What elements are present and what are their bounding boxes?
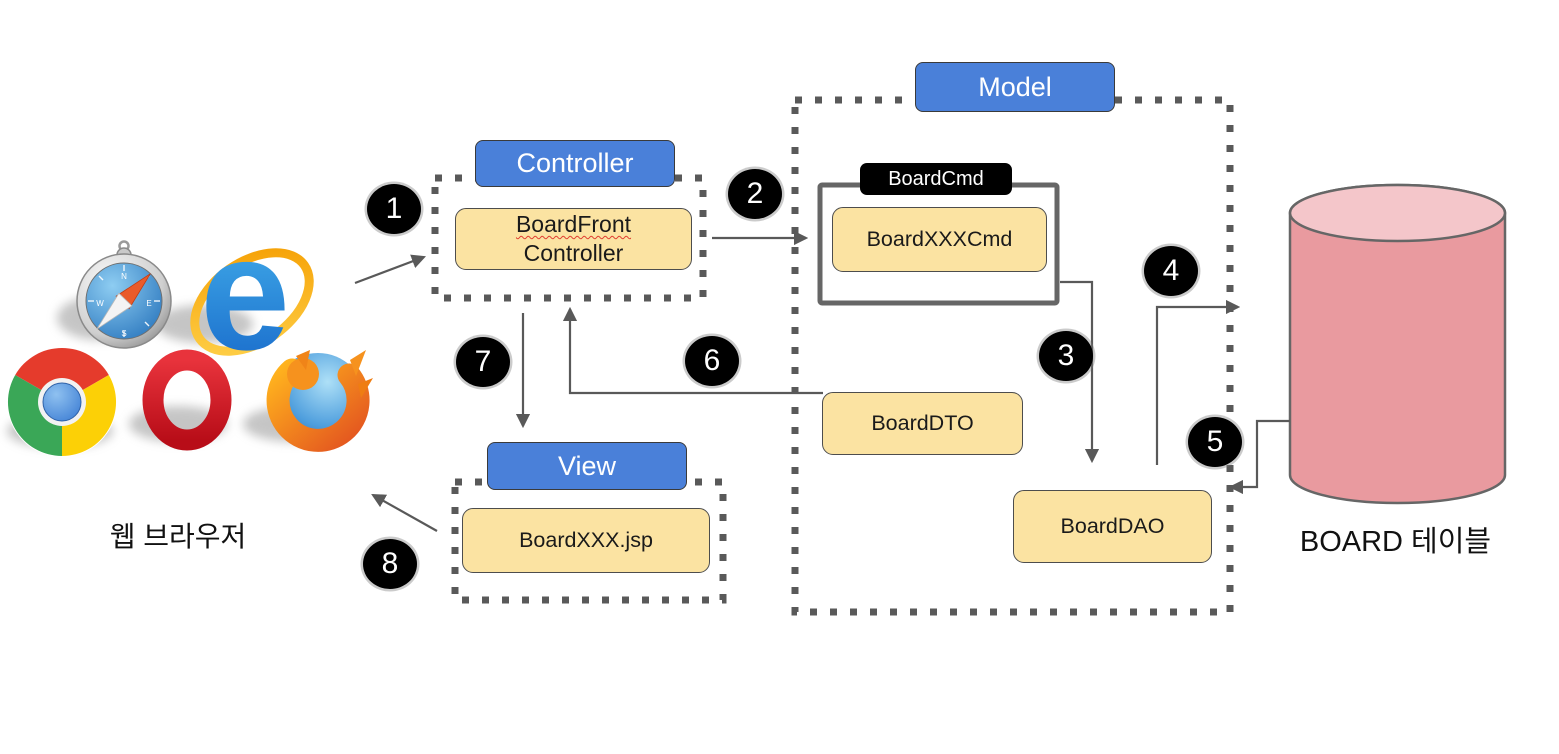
controller-group-border [431,174,707,302]
board-table-label-text: BOARD 테이블 [1299,526,1492,558]
database-cylinder-icon [1288,183,1507,505]
board-dao-label: BoardDAO [1060,514,1165,538]
step-3-badge: 3 [1039,331,1093,381]
web-browser-label: 웹 브라우저 [78,515,278,555]
board-xxx-jsp-node: BoardXXX.jsp [462,508,710,573]
board-front-controller-line1: BoardFront [515,211,632,237]
board-dto-label: BoardDTO [871,411,974,435]
arrow-5-db-to-dao [1228,419,1290,495]
web-browser-label-text: 웹 브라우저 [109,521,247,552]
step-5-badge: 5 [1188,417,1242,467]
board-front-controller-node: BoardFront Controller [455,208,692,270]
board-xxx-cmd-node: BoardXXXCmd [832,207,1047,272]
view-header-label: View [557,450,617,481]
arrow-6-dto-to-controller [562,306,823,395]
arrow-8-view-to-browser [371,493,438,532]
compass-s: S [121,329,126,338]
board-xxx-cmd-label: BoardXXXCmd [866,227,1013,251]
board-dao-node: BoardDAO [1013,490,1212,563]
view-header: View [487,442,687,490]
step-1-badge: 1 [367,184,421,234]
compass-w: W [96,299,104,308]
view-group-border [451,478,727,604]
step-2-badge: 2 [728,169,782,219]
board-xxx-jsp-label: BoardXXX.jsp [519,528,653,552]
board-table-label: BOARD 테이블 [1268,518,1523,560]
compass-n: N [121,272,127,281]
model-header: Model [915,62,1115,112]
board-cmd-tag-label: BoardCmd [888,167,984,190]
controller-header: Controller [475,140,675,187]
board-cmd-tag: BoardCmd [860,163,1012,195]
opera-icon [142,349,232,451]
compass-e: E [146,299,151,308]
safari-icon: N W E S [76,240,172,349]
step-4-badge: 4 [1144,246,1198,296]
board-front-controller-line2: Controller [523,240,624,266]
ie-letter: e [200,203,290,384]
step-8-badge: 8 [363,539,417,589]
arrow-3-cmd-to-dao [1060,280,1100,464]
board-dto-node: BoardDTO [822,392,1023,455]
arrow-4-dao-to-db [1155,299,1241,465]
firefox-icon [266,350,373,452]
step-6-badge: 6 [685,336,739,386]
controller-header-label: Controller [516,148,634,178]
model-group-border [791,96,1234,616]
step-7-badge: 7 [456,337,510,387]
model-header-label: Model [978,71,1052,102]
arrow-1-browser-to-controller [354,254,427,285]
chrome-icon [7,347,117,457]
internet-explorer-icon: e [190,203,314,384]
